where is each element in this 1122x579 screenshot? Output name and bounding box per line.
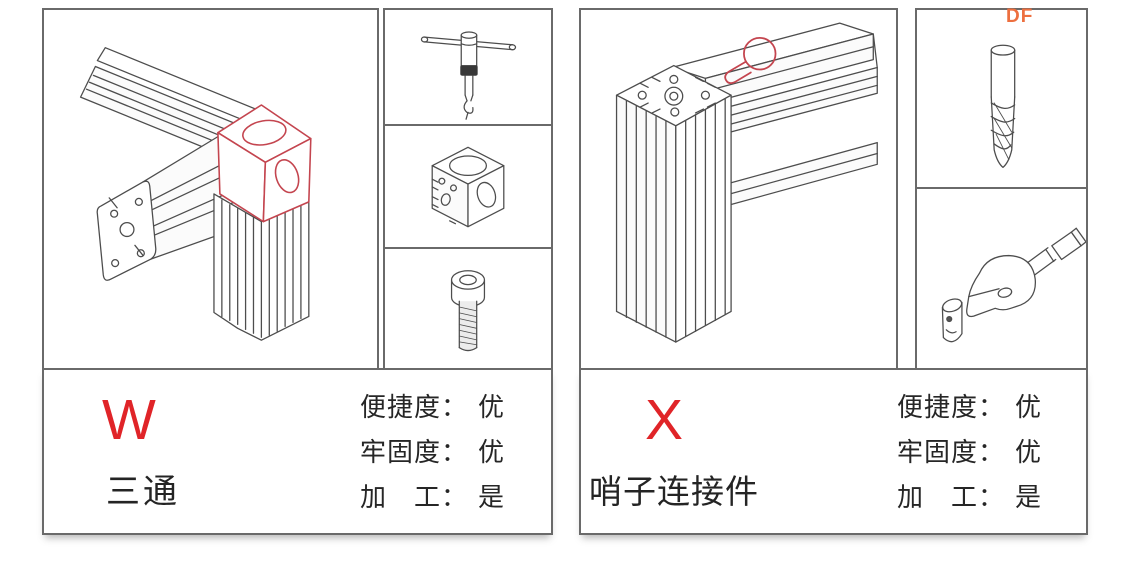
type-name: 三通 bbox=[106, 473, 180, 511]
t-handle-tap-wrench-icon bbox=[420, 31, 517, 120]
part-cell-cube-connector bbox=[385, 124, 551, 246]
spec-list: 便捷度： 优 牢固度： 优 加 工： 是 bbox=[360, 383, 504, 518]
card-three-way: W 三通 便捷度： 优 牢固度： 优 加 工： 是 bbox=[42, 8, 553, 535]
spec-value: 是 bbox=[1015, 482, 1042, 512]
spec-value: 优 bbox=[478, 392, 505, 422]
whistle-assembly-icon bbox=[615, 22, 878, 343]
spec-label: 牢固度： bbox=[360, 437, 469, 467]
whistle-info-panel: X 哨子连接件 便捷度： 优 牢固度： 优 加 工： 是 bbox=[579, 368, 1088, 535]
spec-value: 优 bbox=[478, 437, 505, 467]
spec-label: 牢固度： bbox=[897, 437, 1006, 467]
spec-list: 便捷度： 优 牢固度： 优 加 工： 是 bbox=[897, 383, 1041, 518]
part-cell-socket-screw bbox=[385, 246, 551, 368]
spec-row-firmness: 牢固度： 优 bbox=[360, 428, 504, 473]
spec-row-machining: 加 工： 是 bbox=[360, 473, 504, 518]
part-cell-whistle-connector bbox=[917, 187, 1086, 368]
spec-row-machining: 加 工： 是 bbox=[897, 473, 1041, 518]
df-watermark: DF bbox=[1006, 6, 1034, 27]
spec-value: 是 bbox=[478, 482, 505, 512]
spec-row-firmness: 牢固度： 优 bbox=[897, 428, 1041, 473]
spec-row-convenience: 便捷度： 优 bbox=[897, 383, 1041, 428]
card-whistle-connector: X 哨子连接件 便捷度： 优 牢固度： 优 加 工： 是 bbox=[579, 8, 1088, 535]
whistle-parts-column bbox=[915, 8, 1088, 370]
part-cell-tap-wrench bbox=[385, 10, 551, 124]
spec-label: 便捷度： bbox=[360, 392, 469, 422]
socket-head-cap-screw-icon bbox=[450, 270, 486, 352]
spec-value: 优 bbox=[1015, 392, 1042, 422]
whistle-assembly-drawing bbox=[579, 8, 898, 370]
spec-label: 加 工： bbox=[897, 482, 1006, 512]
cube-connector-block-icon bbox=[431, 146, 505, 228]
spec-label: 加 工： bbox=[360, 482, 469, 512]
type-name: 哨子连接件 bbox=[589, 473, 759, 510]
type-code: W bbox=[102, 388, 156, 452]
whistle-connector-with-bolt-icon bbox=[941, 227, 1086, 342]
drill-bit-icon bbox=[990, 44, 1016, 168]
spec-row-convenience: 便捷度： 优 bbox=[360, 383, 504, 428]
three-way-assembly-drawing bbox=[42, 8, 379, 370]
three-way-assembly-icon bbox=[79, 47, 312, 341]
spec-label: 便捷度： bbox=[897, 392, 1006, 422]
type-code: X bbox=[645, 388, 684, 452]
three-way-parts-column bbox=[383, 8, 553, 370]
three-way-info-panel: W 三通 便捷度： 优 牢固度： 优 加 工： 是 bbox=[42, 368, 553, 535]
spec-value: 优 bbox=[1015, 437, 1042, 467]
part-cell-drill-bit bbox=[917, 10, 1086, 187]
